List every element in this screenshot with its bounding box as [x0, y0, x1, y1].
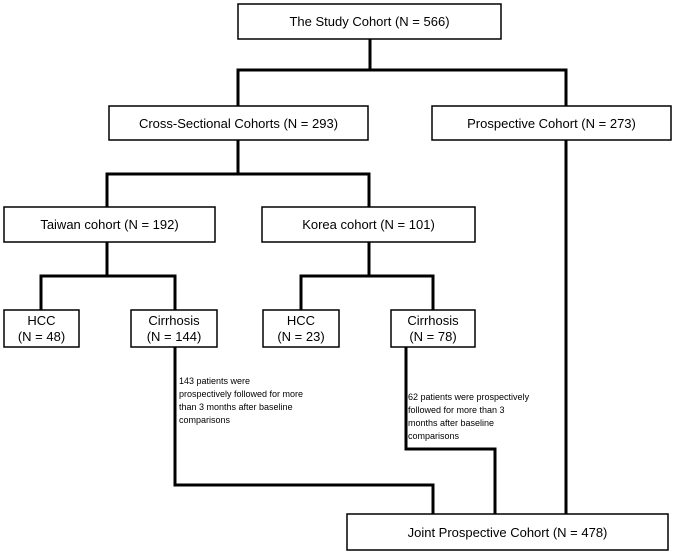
note-korea-line-2: followed for more than 3	[408, 405, 505, 415]
note-taiwan-followup: 143 patients were prospectively followed…	[179, 376, 303, 425]
node-taiwan-cirrhosis-line2: (N = 144)	[147, 329, 202, 344]
note-korea-followup: 62 patients were prospectively followed …	[408, 392, 530, 441]
edge-taiwan-to-hcc	[39, 242, 109, 310]
edge-study-to-cross	[236, 39, 372, 106]
edge-cross-to-korea	[238, 172, 371, 207]
connectors	[39, 39, 568, 514]
edge-study-to-prospective	[370, 68, 568, 106]
node-taiwan-cirrhosis-line1: Cirrhosis	[148, 313, 200, 328]
node-prospective: Prospective Cohort (N = 273)	[431, 105, 672, 141]
node-taiwan-cirrhosis: Cirrhosis (N = 144)	[130, 309, 218, 348]
note-taiwan-line-2: prospectively followed for more	[179, 389, 303, 399]
edge-tw-cirrhosis-to-joint	[173, 347, 435, 514]
edge-kr-cirrhosis-to-joint	[404, 347, 497, 514]
note-korea-line-3: months after baseline	[408, 418, 494, 428]
node-korea-cirrhosis-line1: Cirrhosis	[407, 313, 459, 328]
node-study-cohort-label: The Study Cohort (N = 566)	[289, 14, 449, 29]
node-study-cohort: The Study Cohort (N = 566)	[237, 3, 502, 40]
edge-cross-to-taiwan	[105, 140, 240, 207]
edge-taiwan-to-cirrhosis	[107, 274, 177, 310]
node-joint-label: Joint Prospective Cohort (N = 478)	[408, 525, 608, 540]
node-korea-cirrhosis: Cirrhosis (N = 78)	[390, 309, 476, 348]
node-prospective-label: Prospective Cohort (N = 273)	[467, 116, 636, 131]
node-taiwan-hcc: HCC (N = 48)	[3, 309, 80, 348]
edge-korea-to-hcc	[299, 242, 371, 310]
note-taiwan-line-4: comparisons	[179, 415, 231, 425]
node-cross-sectional-label: Cross-Sectional Cohorts (N = 293)	[139, 116, 338, 131]
note-korea-line-4: comparisons	[408, 431, 460, 441]
note-korea-line-1: 62 patients were prospectively	[408, 392, 530, 402]
node-joint-prospective: Joint Prospective Cohort (N = 478)	[346, 513, 669, 551]
node-taiwan-cohort: Taiwan cohort (N = 192)	[3, 206, 216, 243]
node-korea-label: Korea cohort (N = 101)	[302, 217, 435, 232]
node-korea-hcc-line2: (N = 23)	[277, 329, 324, 344]
node-cross-sectional: Cross-Sectional Cohorts (N = 293)	[108, 105, 369, 141]
note-taiwan-line-1: 143 patients were	[179, 376, 250, 386]
note-taiwan-line-3: than 3 months after baseline	[179, 402, 293, 412]
node-korea-cirrhosis-line2: (N = 78)	[409, 329, 456, 344]
node-taiwan-label: Taiwan cohort (N = 192)	[40, 217, 178, 232]
node-korea-cohort: Korea cohort (N = 101)	[261, 206, 476, 243]
edge-korea-to-cirrhosis	[369, 274, 435, 310]
node-taiwan-hcc-line2: (N = 48)	[18, 329, 65, 344]
node-taiwan-hcc-line1: HCC	[27, 313, 55, 328]
node-korea-hcc: HCC (N = 23)	[262, 309, 340, 348]
node-korea-hcc-line1: HCC	[287, 313, 315, 328]
